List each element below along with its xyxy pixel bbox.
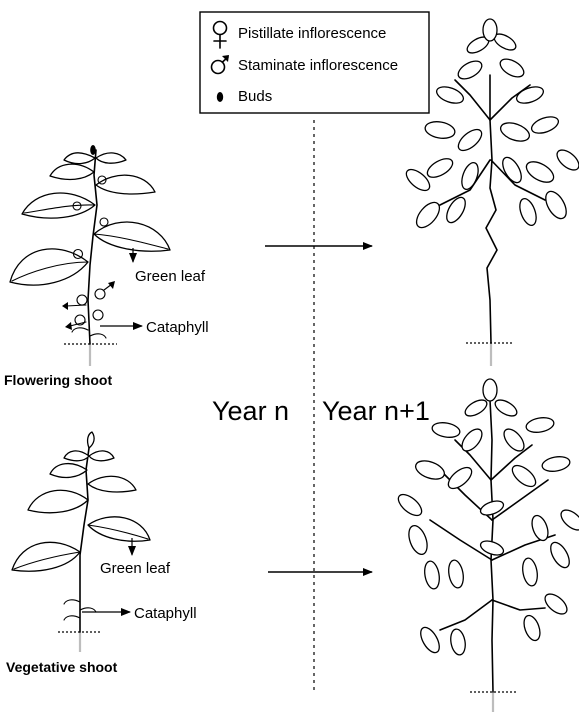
- vegetative-shoot-plant: [12, 432, 150, 652]
- bud-icon: [217, 92, 223, 102]
- leaf: [96, 153, 126, 163]
- leaf: [88, 517, 150, 541]
- bud-icon: [90, 145, 96, 155]
- leaf: [88, 432, 95, 448]
- legend-label-pistillate: Pistillate inflorescence: [238, 25, 386, 42]
- legend-label-buds: Buds: [238, 88, 272, 105]
- vegetative-shoot-next-year: [395, 379, 579, 712]
- cataphyll-label-bottom: Cataphyll: [134, 605, 197, 622]
- flowering-shoot-label: Flowering shoot: [4, 372, 112, 388]
- vegetative-shoot-label: Vegetative shoot: [6, 659, 118, 675]
- leaf: [12, 542, 80, 571]
- year-n-label: Year n: [212, 396, 289, 426]
- leaf: [64, 451, 89, 461]
- leaf: [50, 464, 87, 478]
- year-n1-label: Year n+1: [322, 396, 430, 426]
- cataphyll-label-top: Cataphyll: [146, 319, 209, 336]
- leaf: [50, 164, 94, 179]
- leaf: [88, 476, 136, 492]
- green-leaf-label-bottom: Green leaf: [100, 560, 171, 577]
- legend-label-staminate: Staminate inflorescence: [238, 57, 398, 74]
- leaf: [64, 153, 95, 164]
- green-leaf-label-top: Green leaf: [135, 268, 206, 285]
- legend: Pistillate inflorescence Staminate inflo…: [200, 12, 429, 113]
- leaf: [28, 490, 88, 512]
- leaf: [89, 451, 114, 461]
